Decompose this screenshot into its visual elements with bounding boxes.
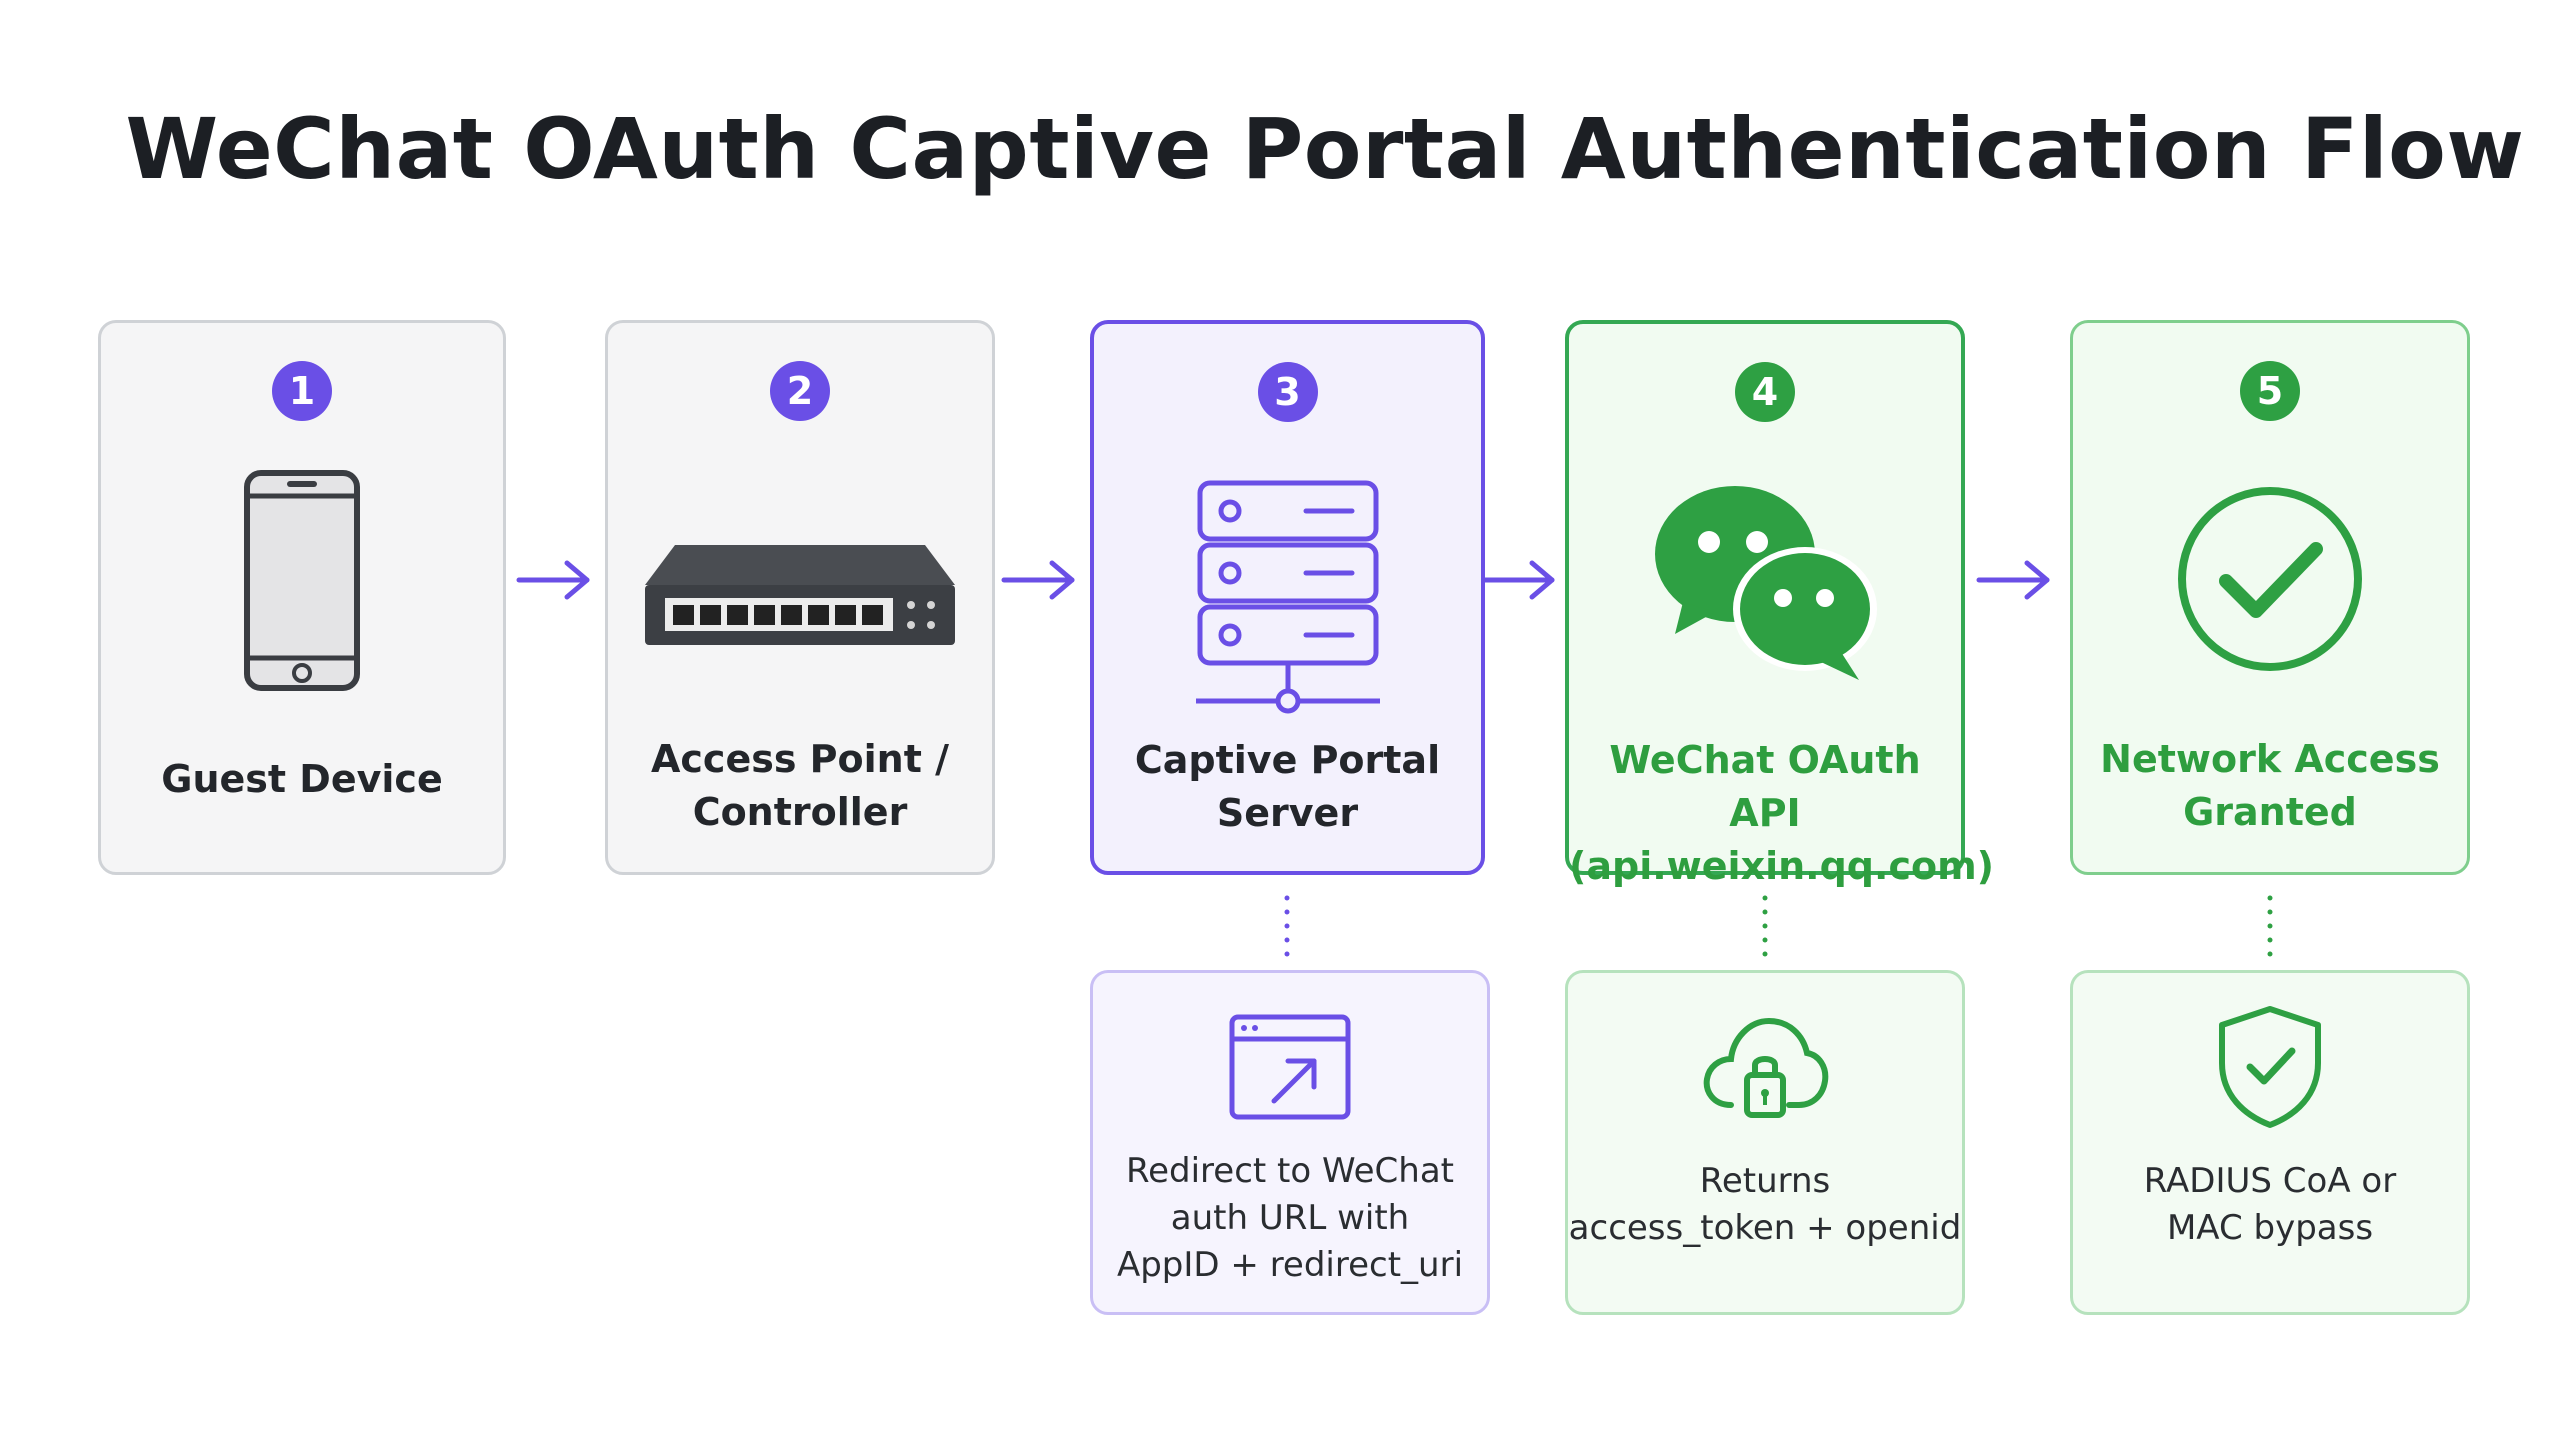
step-card-captive-portal: 3 Captive Portal Server xyxy=(1090,320,1485,875)
step-label: Network Access Granted xyxy=(2100,737,2440,834)
step-label: Guest Device xyxy=(161,757,443,801)
arrow-right-icon xyxy=(1481,560,1555,600)
arrow-right-icon xyxy=(1001,560,1075,600)
step-card-wechat-oauth: 4 WeChat OAuth API (api.weixin.qq.com) xyxy=(1565,320,1994,888)
step-badge: 2 xyxy=(770,361,830,421)
cloud-lock-icon xyxy=(1703,1017,1829,1118)
detail-text: Returns access_token + openid xyxy=(1568,1161,1962,1248)
dotted-connector xyxy=(2267,895,2273,957)
detail-card-radius: RADIUS CoA or MAC bypass xyxy=(2070,970,2470,1315)
step-card-guest-device: 1 Guest Device xyxy=(98,320,506,875)
detail-card-token: Returns access_token + openid xyxy=(1565,970,1965,1315)
step-badge: 4 xyxy=(1735,362,1795,422)
step-label: WeChat OAuth API (api.weixin.qq.com) xyxy=(1569,738,1995,888)
step-badge: 5 xyxy=(2240,361,2300,421)
smartphone-icon xyxy=(244,470,360,691)
dotted-connector xyxy=(1762,895,1768,957)
detail-text: Redirect to WeChat auth URL with AppID +… xyxy=(1116,1151,1464,1285)
shield-check-icon xyxy=(2219,1006,2321,1128)
arrow-right-icon xyxy=(1976,560,2050,600)
flow-arrow-4-5 xyxy=(1975,555,2055,605)
browser-redirect-icon xyxy=(1229,1014,1351,1120)
step-badge: 1 xyxy=(272,361,332,421)
check-circle-icon xyxy=(2178,487,2362,671)
server-rack-icon xyxy=(1195,480,1380,714)
flow-arrow-3-4 xyxy=(1480,555,1560,605)
step-card-access-point: 2 Access Point / Controller xyxy=(605,320,995,875)
step-badge: 3 xyxy=(1257,362,1318,422)
wechat-logo-icon xyxy=(1655,486,1877,680)
page-title: WeChat OAuth Captive Portal Authenticati… xyxy=(125,100,2525,198)
arrow-right-icon xyxy=(516,560,590,600)
detail-text: RADIUS CoA or MAC bypass xyxy=(2143,1161,2397,1248)
network-switch-icon xyxy=(645,545,955,645)
flow-arrow-2-3 xyxy=(1000,555,1080,605)
flow-arrow-1-2 xyxy=(515,555,595,605)
dotted-connector xyxy=(1284,895,1290,957)
step-label: Captive Portal Server xyxy=(1134,738,1441,835)
step-card-network-access: 5 Network Access Granted xyxy=(2070,320,2470,875)
step-label: Access Point / Controller xyxy=(650,737,949,834)
detail-card-redirect: Redirect to WeChat auth URL with AppID +… xyxy=(1090,970,1490,1315)
